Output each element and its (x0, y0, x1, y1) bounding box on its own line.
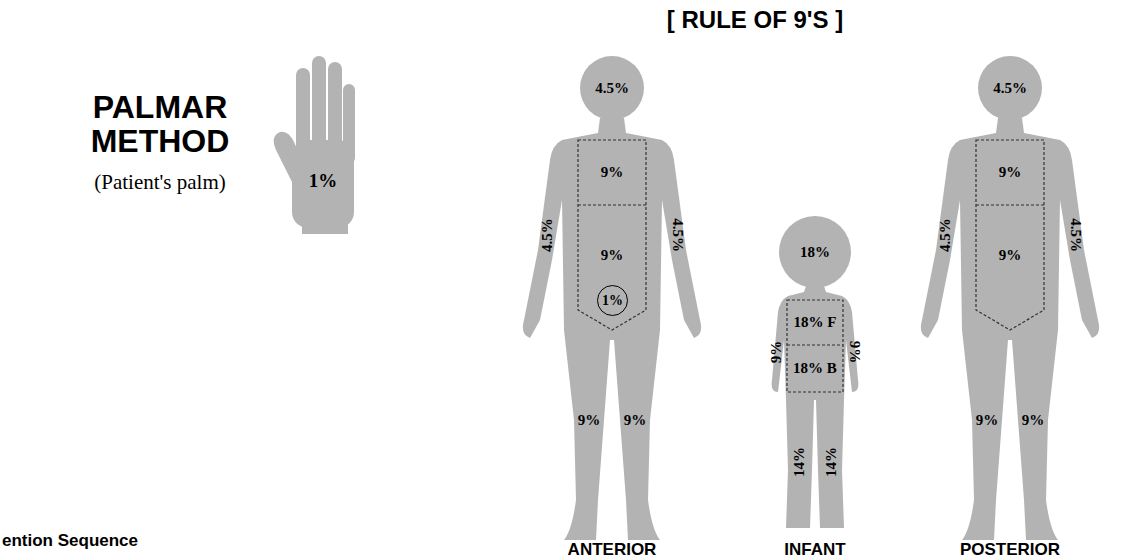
infant-figure (772, 216, 859, 528)
view-caption: POSTERIOR (960, 541, 1060, 558)
posterior-figure (921, 56, 1099, 540)
method-title: PALMAR METHOD (70, 91, 250, 158)
view-caption: INFANT (784, 541, 845, 558)
percent-label: 4.5% (595, 81, 629, 96)
percent-label: 9% (847, 341, 862, 364)
percent-label: 9% (999, 248, 1022, 263)
palm-area: 1% (295, 163, 351, 197)
anterior-figure (523, 56, 701, 540)
section-heading: ention Sequence (2, 532, 138, 549)
view-caption: ANTERIOR (568, 541, 657, 558)
percent-label: 4.5% (540, 218, 555, 252)
percent-label: 9% (1022, 413, 1045, 428)
percent-label: 1% (309, 171, 338, 190)
percent-label: 9% (769, 341, 784, 364)
percent-label: 9% (999, 165, 1022, 180)
percent-label: 4.5% (993, 81, 1027, 96)
percent-label: 9% (624, 413, 647, 428)
percent-label: 14% (792, 447, 807, 477)
percent-label: 9% (601, 248, 624, 263)
percent-label: 4.5% (1068, 218, 1083, 252)
hand-figure (274, 56, 355, 234)
percent-label: 9% (601, 165, 624, 180)
percent-label: 4.5% (938, 218, 953, 252)
percent-label: 14% (824, 447, 839, 477)
percent-label: 9% (976, 413, 999, 428)
diagram-title: [ RULE OF 9'S ] (667, 8, 843, 32)
method-note: (Patient's palm) (94, 172, 226, 193)
genital-circle: 1% (597, 285, 628, 316)
percent-label: 18% B (793, 361, 837, 376)
percent-label: 18% (800, 245, 830, 260)
percent-label: 9% (578, 413, 601, 428)
percent-label: 4.5% (670, 218, 685, 252)
percent-label: 1% (602, 294, 623, 308)
percent-label: 18% F (794, 315, 837, 330)
